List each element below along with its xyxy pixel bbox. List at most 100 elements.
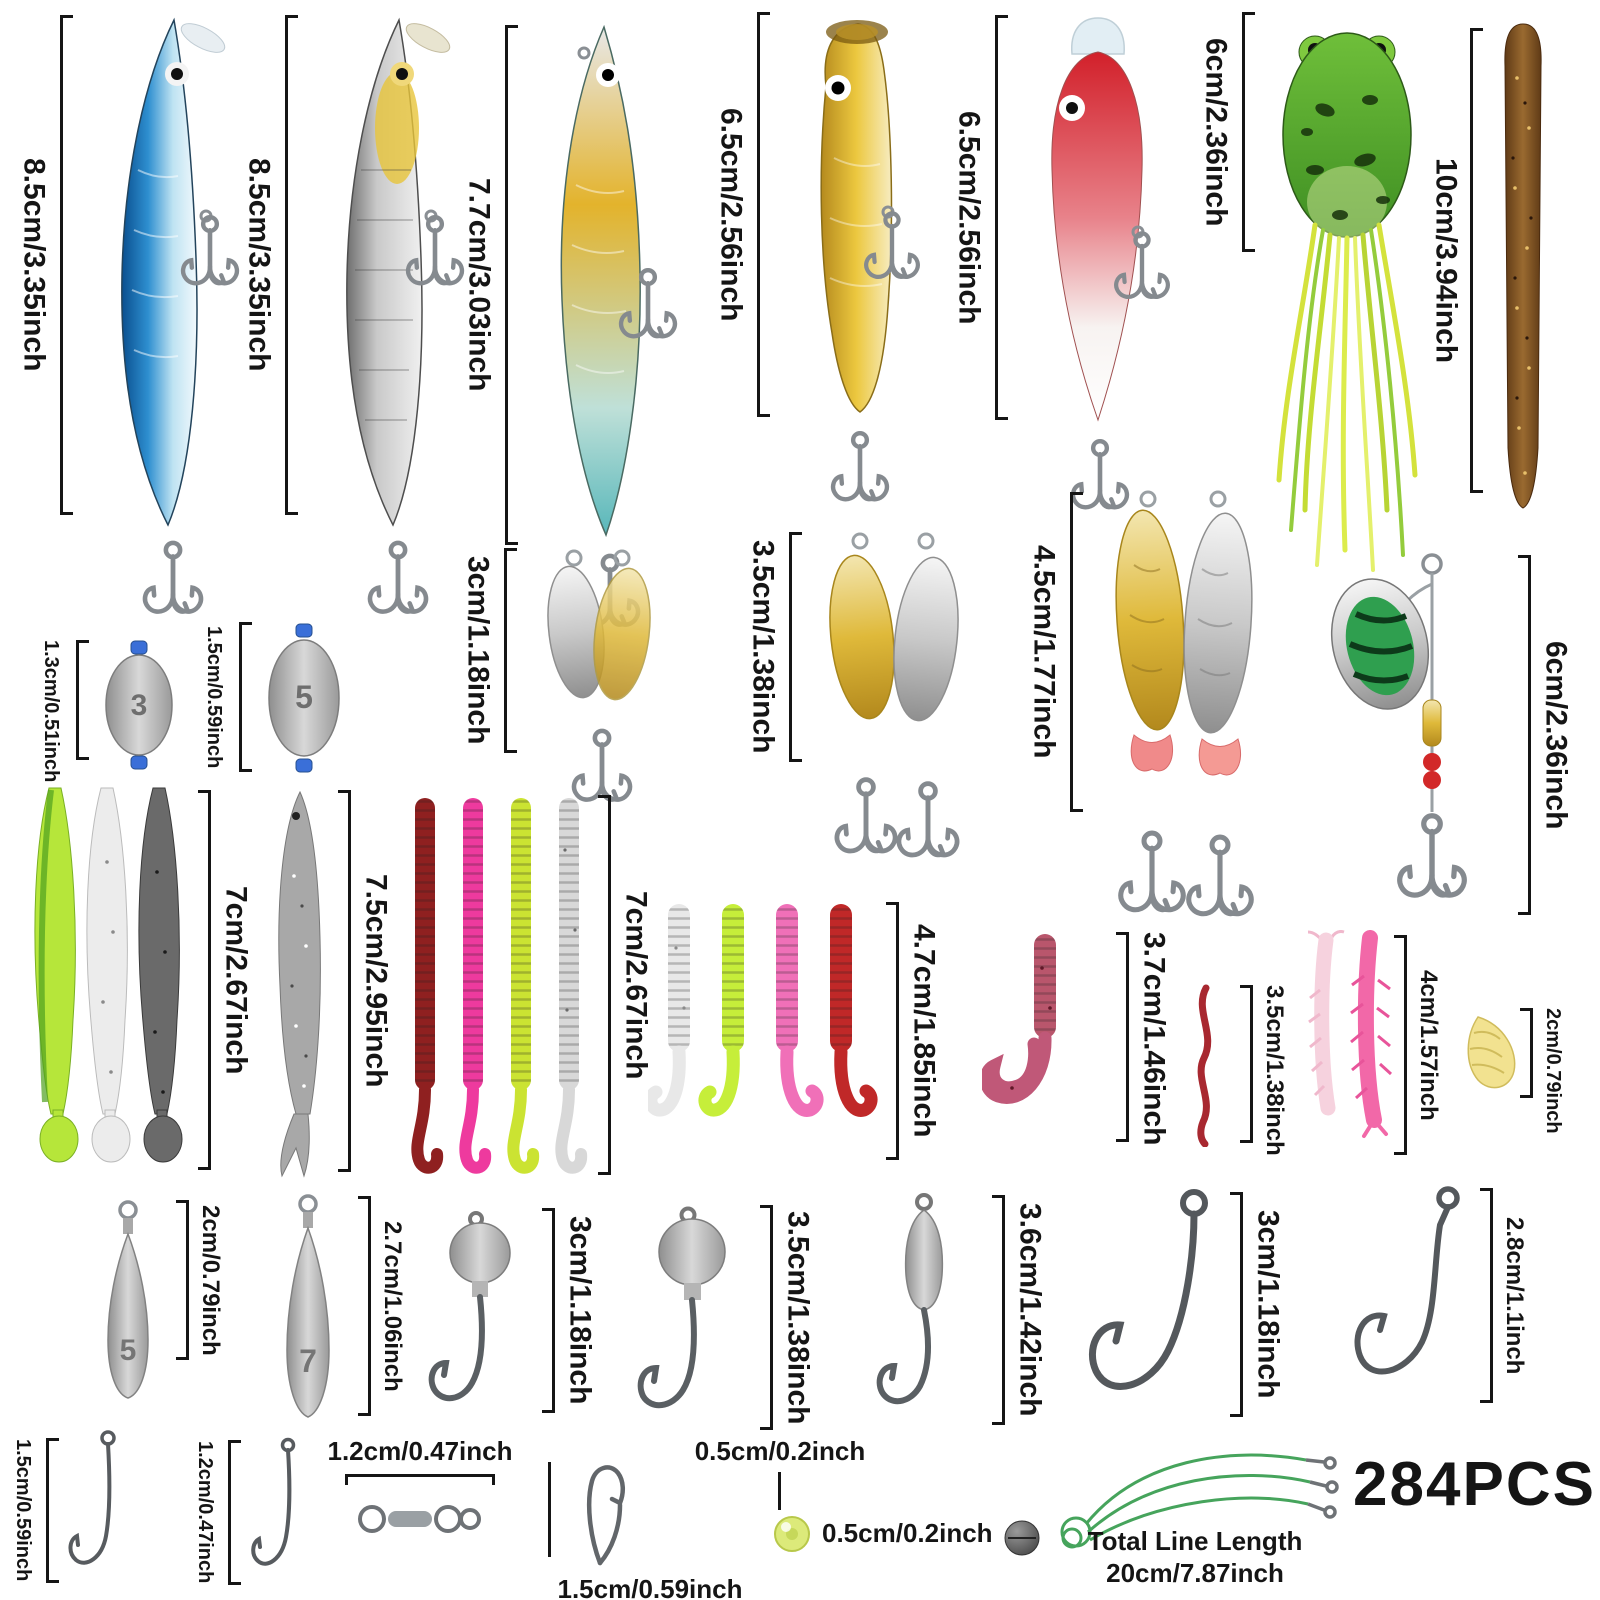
dimension-line-bead [778,1472,781,1510]
dimension-bracket-jig-2 [760,1205,773,1430]
hook-wire [68,1442,112,1565]
blue-minnow-lure [121,17,253,635]
lure-body [560,24,641,538]
sinker-body [268,639,340,757]
snap-clip [586,1465,625,1566]
sinker-body [105,654,173,756]
spinner-red-bead [1423,771,1441,789]
bullet-weight [904,1209,944,1311]
jig-ball-head [449,1222,511,1284]
treble-hook-icon [1121,833,1183,910]
shrimp-body-light [1314,932,1336,1116]
dimension-bracket-crank [995,15,1008,420]
dimension-bracket-vib [505,25,518,545]
jig-head-hook [637,1206,726,1408]
small-fishing-hook [68,1430,116,1565]
soft-fish-bait [278,790,321,1178]
dimension-bracket-small-hook-2 [228,1440,241,1585]
treble-hook-icon [370,543,426,612]
weight-number: 7 [299,1343,317,1379]
lure-eye [1066,102,1078,114]
size-label-bead: 0.5cm/0.2inch [694,1436,866,1466]
shrimp-body-pink [1357,930,1382,1128]
grub-tail-soft-baits [648,904,878,1117]
pink-tail-tab [1130,734,1174,772]
medium-spoons [829,532,981,905]
size-label-soft-fish: 7.5cm/2.95inch [359,874,393,1088]
lure-eye [396,68,408,80]
size-label-spoon-large: 4.5cm/1.77inch [1027,545,1061,759]
yellow-maggot-bait [1467,1016,1516,1089]
weight-number: 5 [120,1334,137,1367]
dimension-bracket-minnow-blue [60,15,73,515]
lure-body [1051,51,1143,422]
vib-lure [560,24,695,675]
curly-tail-worms [411,798,588,1174]
size-label-paddle-tails: 7cm/2.67inch [219,885,253,1075]
dimension-bracket-paddle-tails [198,790,211,1170]
dimension-bracket-single-grub [1116,932,1129,1142]
size-label-jig-1: 3cm/1.18inch [563,1216,597,1405]
single-red-grub [982,934,1056,1104]
size-label-vib: 7.7cm/3.03inch [462,178,496,392]
size-label-minnow-blue: 8.5cm/3.35inch [17,158,51,372]
size-label-grub-tails: 4.7cm/1.85inch [907,924,941,1138]
leader-swivel-ends [1305,1456,1339,1519]
hook-wire [876,1307,932,1404]
worm-body [1197,984,1212,1147]
luminous-bead [774,1516,810,1552]
hook-wire [251,1448,292,1566]
lure-body [121,17,198,527]
spinner-lure [1330,553,1507,930]
size-label-swivel: 1.2cm/0.47inch [327,1436,513,1466]
dimension-bracket-swivel [345,1474,495,1485]
size-label-minnow-silver: 8.5cm/3.35inch [242,158,276,372]
crank-lip [1071,17,1125,55]
dimension-bracket-grub-tails [886,902,899,1160]
dimension-bracket-stick-worm [1470,28,1483,493]
pink-shrimp-baits [1307,930,1393,1138]
size-label-small-hook-1: 1.5cm/0.59inch [12,1439,34,1582]
small-red-worm [1197,984,1212,1147]
spoon-gold [593,567,651,701]
size-label-jig-2: 3.5cm/1.38inch [781,1210,815,1425]
dimension-bracket-soft-fish [338,790,351,1172]
leader-wires [1060,1453,1311,1549]
hook-wire [1354,1204,1451,1375]
size-label-sinker-5: 1.5cm/0.59inch [203,625,225,769]
hook-wire [1088,1210,1198,1390]
large-spoons [1115,490,1281,930]
grub-curl-tail [982,1031,1052,1104]
paddle-bait-smoke [138,787,183,1163]
size-label-spoon-small: 3cm/1.18inch [461,556,495,745]
frog-skirt-legs [1276,222,1418,572]
worm-hook [1088,1189,1208,1390]
dimension-bracket-shrimp [1394,935,1407,1155]
lure-lip [180,23,226,53]
treble-hook-icon [837,780,895,851]
size-label-frog: 6cm/2.36inch [1199,37,1233,227]
size-label-single-grub: 3.7cm/1.46inch [1137,932,1171,1146]
dimension-bracket-frog [1242,12,1255,252]
lure-body [820,23,893,413]
size-label-snap: 1.5cm/0.59inch [557,1574,743,1600]
maggot-body [1467,1016,1516,1089]
weight-body [107,1231,149,1399]
size-label-offset-hook: 2.8cm/1.1inch [1501,1216,1529,1375]
size-label-spinner: 6cm/2.36inch [1539,640,1573,830]
size-label-worm-hook: 3cm/1.18inch [1251,1210,1285,1399]
dimension-bracket-curly-worms [598,795,611,1175]
sinker-number: 5 [295,679,313,715]
frog-lure [1276,32,1418,572]
soft-fish-fork-tail [280,1113,310,1178]
wire-leader-lines [1060,1453,1339,1549]
split-shot-sinker [1004,1520,1040,1556]
dimension-bracket-offset-hook [1480,1188,1493,1403]
paddle-tail-soft-baits [34,787,183,1163]
dimension-bracket-maggot [1520,1008,1533,1098]
spoon-gold [829,554,895,720]
soft-fish-body [278,790,321,1115]
small-spoons [547,549,651,810]
dimension-bracket-popper [757,12,770,417]
